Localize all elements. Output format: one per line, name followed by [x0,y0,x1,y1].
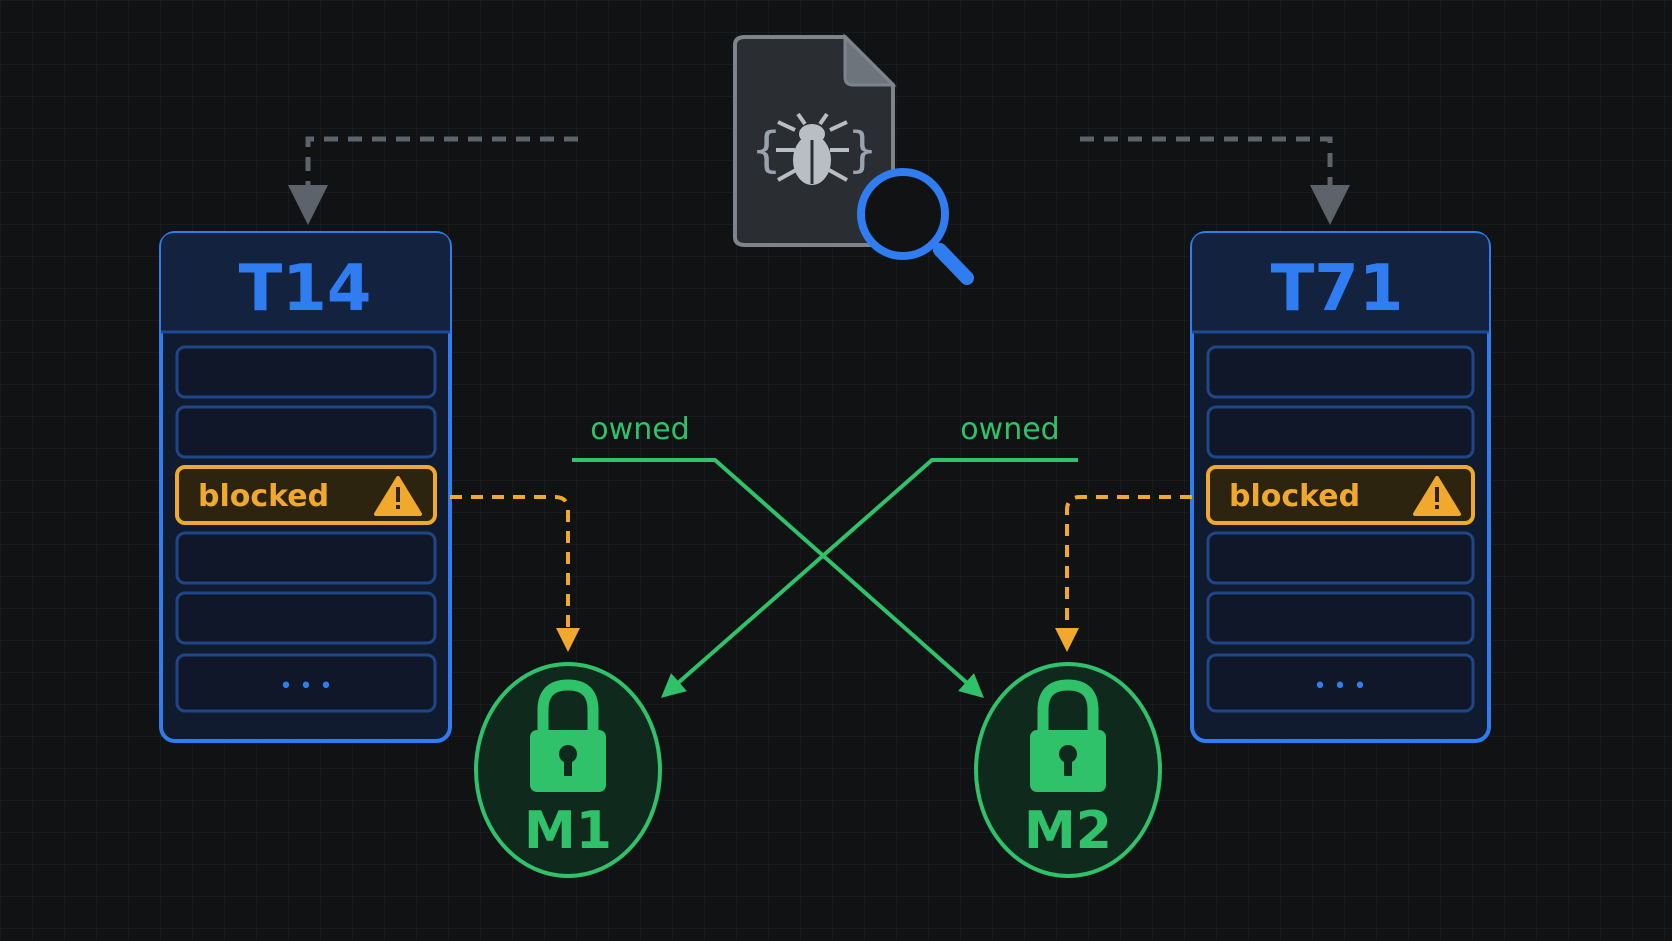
t14-waits-m1-edge [450,495,580,652]
stack-slot [1206,591,1475,645]
mutex-m1[interactable]: M1 [474,662,662,878]
thread-t14-card[interactable]: T14 blocked • • • [159,231,452,743]
stack-slot [1206,405,1475,459]
blocked-slot [175,465,437,525]
blocked-label: blocked [1229,479,1360,514]
t71-waits-m2-edge [1055,495,1192,652]
ellipsis: • • • [280,674,333,699]
stack-slot [175,345,437,399]
file-to-t71-connector [1080,136,1350,225]
owned-label-right: owned [960,412,1059,447]
warning-icon [374,476,422,516]
mutex-m2[interactable]: M2 [974,662,1162,878]
m1-owned-by-t71-edge [660,458,1078,698]
stack-slot [175,531,437,585]
ellipsis: • • • [1314,674,1367,699]
m2-owned-by-t14-edge [572,458,984,698]
stack-slot [175,591,437,645]
thread-t14-title: T14 [239,252,372,326]
mutex-m2-label: M2 [1024,801,1112,861]
stack-slot [175,405,437,459]
owned-label-left: owned [590,412,689,447]
stack-slot [1206,531,1475,585]
stack-slot [1206,345,1475,399]
stack-slot-more [175,653,437,713]
lock-icon [1030,679,1106,792]
bug-icon [776,112,849,182]
warning-icon [1413,476,1461,516]
thread-t71-card[interactable]: T71 blocked • • • [1190,231,1491,743]
file-to-t14-connector [288,136,578,225]
thread-t71-title: T71 [1271,252,1404,326]
mutex-m1-label: M1 [524,801,612,861]
magnifier-icon [857,168,974,285]
svg-text:}: } [848,122,877,178]
blocked-slot [1206,465,1475,525]
stack-slot-more [1206,653,1475,713]
bug-file-icon: { } [733,33,897,247]
lock-icon [530,679,606,792]
blocked-label: blocked [198,479,329,514]
